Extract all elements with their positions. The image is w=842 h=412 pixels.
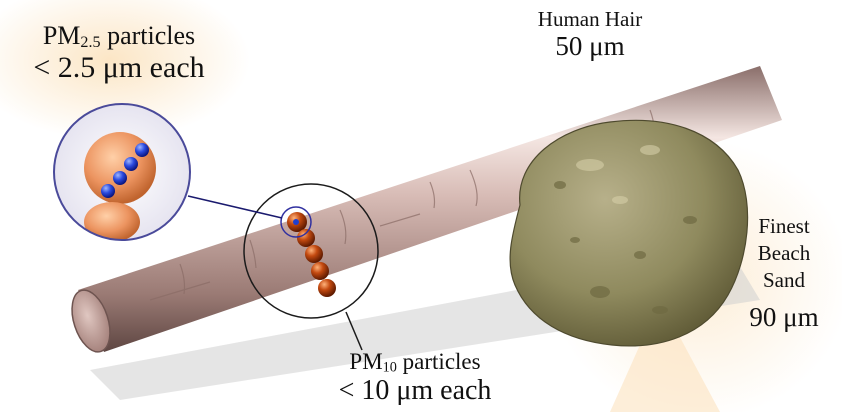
pm25-locator-dot xyxy=(293,219,299,225)
sand-title-line1: Finest xyxy=(728,213,840,240)
pm10-particle xyxy=(311,262,329,280)
sand-title-line3: Sand xyxy=(728,267,840,294)
pm25-size: < 2.5 μm each xyxy=(14,52,224,84)
sand-size: 90 μm xyxy=(728,300,840,335)
pm25-title: PM2.5 particles xyxy=(14,22,224,52)
pm25-subscript: 2.5 xyxy=(80,34,100,51)
sand-grain-body xyxy=(510,120,748,346)
hair-label: Human Hair 50 μm xyxy=(520,8,660,60)
pm10-prefix: PM xyxy=(349,349,382,374)
sand-title-line2: Beach xyxy=(728,240,840,267)
pm10-particle xyxy=(305,245,323,263)
pm10-particle-magnified xyxy=(84,202,140,242)
sand-grain xyxy=(510,120,748,346)
hair-title: Human Hair xyxy=(520,8,660,30)
pm25-particle xyxy=(113,171,127,185)
pm25-word: particles xyxy=(101,21,196,50)
pm10-particle-magnified xyxy=(84,132,156,204)
pm10-size: < 10 μm each xyxy=(300,376,530,405)
pm25-particle xyxy=(124,157,138,171)
pm10-label: PM10 particles < 10 μm each xyxy=(300,350,530,405)
pm10-title: PM10 particles xyxy=(300,350,530,376)
pm10-particle xyxy=(318,279,336,297)
pm25-prefix: PM xyxy=(43,21,81,50)
pm10-word: particles xyxy=(397,349,481,374)
pm10-particle xyxy=(297,229,315,247)
pm10-subscript: 10 xyxy=(383,360,397,376)
hair-size: 50 μm xyxy=(520,32,660,60)
pm25-zoom-view xyxy=(54,104,190,242)
pm25-particle xyxy=(135,143,149,157)
sand-label: Finest Beach Sand 90 μm xyxy=(728,213,840,334)
pm25-label: PM2.5 particles < 2.5 μm each xyxy=(14,22,224,83)
pm25-particle xyxy=(101,184,115,198)
